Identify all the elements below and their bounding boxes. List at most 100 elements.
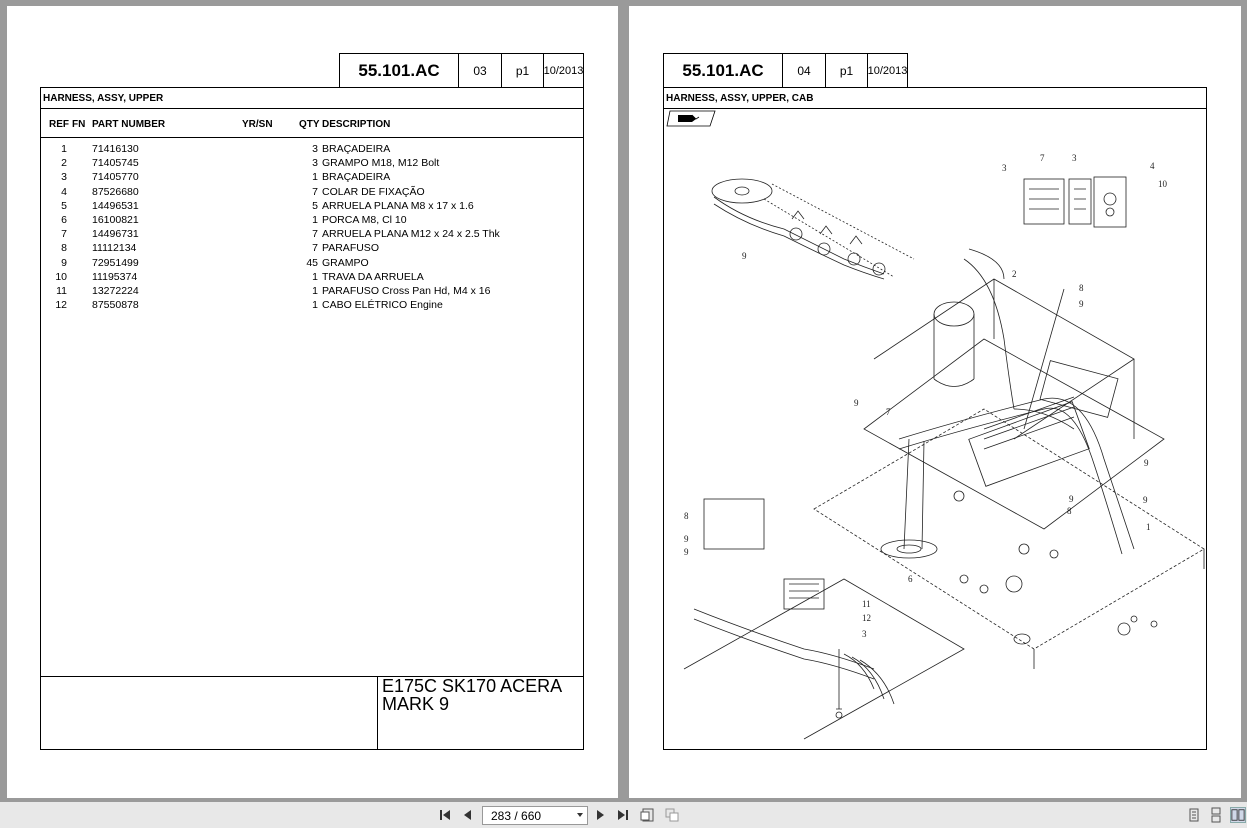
ref-cell: 11 [56, 285, 67, 297]
last-page-icon[interactable] [614, 807, 630, 823]
callout-label: 3 [1072, 153, 1077, 163]
callout-label: 8 [1079, 283, 1084, 293]
part-number-cell: 11112134 [92, 242, 137, 255]
callout-label: 8 [684, 511, 689, 521]
callout-label: 7 [1040, 153, 1045, 163]
footer-blank [41, 677, 378, 749]
description-cell: PARAFUSO Cross Pan Hd, M4 x 16 [322, 285, 491, 297]
ref-cell: 10 [55, 270, 67, 283]
revision: 04 [782, 54, 825, 87]
single-page-icon[interactable] [1186, 807, 1202, 823]
col-qty: QTY [299, 119, 320, 130]
ref-cell: 6 [61, 214, 67, 226]
col-part-number: PART NUMBER [92, 119, 166, 130]
table-row: 12 87550878 1 CABO ELÉTRICO Engine [41, 299, 583, 313]
qty-cell: 3 [312, 143, 318, 155]
qty-cell: 45 [306, 256, 318, 269]
callout-label: 9 [684, 547, 689, 557]
next-page-icon[interactable] [592, 807, 608, 823]
page-number: p1 [501, 54, 543, 87]
description-cell: CABO ELÉTRICO Engine [322, 299, 443, 312]
part-number-cell: 11195374 [92, 270, 138, 283]
page-select[interactable]: 283 / 660 [482, 806, 588, 825]
description-cell: TRAVA DA ARRUELA [322, 270, 424, 283]
part-number-cell: 13272224 [92, 285, 139, 297]
part-number-cell: 14496531 [92, 199, 139, 212]
two-page-icon[interactable] [1230, 807, 1246, 823]
right-page: 55.101.AC 04 p1 10/201 3 HARNESS, ASSY, … [629, 6, 1241, 798]
footer-box: E175C SK170 ACERA MARK 9 [40, 676, 584, 750]
continuous-icon[interactable] [1208, 807, 1224, 823]
fit-width-icon[interactable] [664, 807, 680, 823]
qty-cell: 7 [312, 242, 318, 255]
callout-label: 7 [886, 407, 891, 417]
ref-cell: 3 [61, 171, 67, 184]
ref-cell: 1 [61, 143, 67, 155]
viewer-toolbar: 283 / 660 [0, 802, 1247, 828]
ref-cell: 8 [61, 242, 67, 255]
callout-label: 10 [1158, 179, 1168, 189]
view-symbol-icon [666, 110, 716, 127]
prev-page-icon[interactable] [460, 807, 476, 823]
qty-cell: 1 [312, 270, 318, 283]
col-fn: FN [72, 119, 86, 130]
description-cell: PORCA M8, Cl 10 [322, 214, 407, 226]
fit-page-icon[interactable] [640, 807, 656, 823]
callout-label: 8 [1067, 506, 1072, 516]
qty-cell: 5 [312, 199, 318, 212]
part-number-cell: 87550878 [92, 299, 139, 312]
qty-cell: 7 [312, 185, 318, 198]
callout-label: 3 [1002, 163, 1007, 173]
description-cell: GRAMPO M18, M12 Bolt [322, 157, 440, 170]
callout-label: 3 [862, 629, 867, 639]
qty-cell: 1 [312, 214, 318, 226]
part-number-cell: 71405745 [92, 157, 139, 170]
description-cell: COLAR DE FIXAÇÃO [322, 185, 425, 198]
callout-label: 4 [1150, 161, 1155, 171]
date: 10/201 3 [543, 54, 583, 87]
date: 10/201 3 [867, 54, 907, 87]
part-number-cell: 87526680 [92, 185, 139, 198]
table-row: 5 14496531 5 ARRUELA PLANA M8 x 17 x 1.6 [41, 200, 583, 214]
description-cell: BRAÇADEIRA [322, 171, 391, 184]
section-code: 55.101.AC [358, 60, 440, 80]
callout-label: 9 [1069, 494, 1074, 504]
callout-label: 2 [1012, 269, 1017, 279]
callout-label: 9 [854, 398, 859, 408]
part-number-cell: 14496731 [92, 228, 139, 241]
section-title: HARNESS, ASSY, UPPER, CAB [663, 87, 1207, 109]
section-title: HARNESS, ASSY, UPPER [40, 87, 584, 109]
qty-cell: 7 [312, 228, 318, 241]
col-yrsn: YR/SN [242, 119, 273, 130]
part-number-cell: 71416130 [92, 143, 139, 155]
page-header-box: 55.101.AC 04 p1 10/201 3 [663, 53, 908, 88]
description-cell: PARAFUSO [322, 242, 379, 255]
page-number: p1 [825, 54, 867, 87]
description-cell: GRAMPO [322, 256, 369, 269]
ref-cell: 5 [61, 199, 67, 212]
callout-label: 9 [742, 251, 747, 261]
column-headers: REF FN PART NUMBER YR/SN QTY DESCRIPTION [40, 109, 584, 138]
qty-cell: 1 [312, 299, 318, 312]
qty-cell: 3 [312, 157, 318, 170]
callout-label: 6 [908, 574, 913, 584]
callout-label: 12 [862, 613, 871, 623]
col-ref: REF [49, 119, 69, 130]
description-cell: ARRUELA PLANA M12 x 24 x 2.5 Thk [322, 228, 500, 241]
ref-cell: 2 [61, 157, 67, 170]
description-cell: ARRUELA PLANA M8 x 17 x 1.6 [322, 199, 474, 212]
table-row: 2 71405745 3 GRAMPO M18, M12 Bolt [41, 157, 583, 171]
first-page-icon[interactable] [438, 807, 454, 823]
ref-cell: 12 [55, 299, 67, 312]
revision: 03 [458, 54, 501, 87]
ref-cell: 9 [61, 256, 67, 269]
qty-cell: 1 [312, 171, 318, 184]
